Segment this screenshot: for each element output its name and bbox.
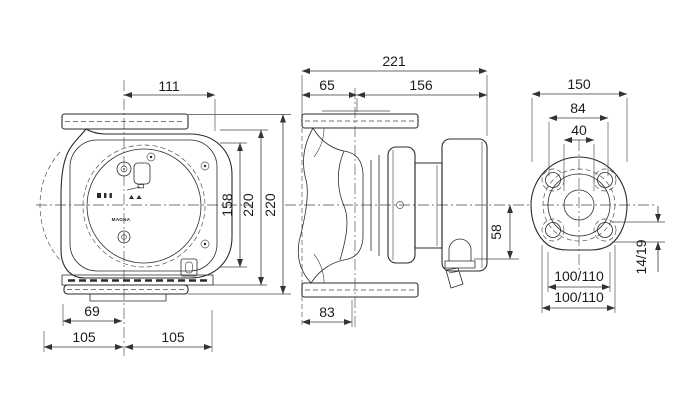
dim-flange-raised-face: 84 [570,100,586,116]
side-top-flange [301,110,419,129]
dim-flange-bolt-circle-inner: 100/110 [554,268,604,284]
dim-front-base-right: 105 [161,329,185,345]
front-control-panel: MAGNA [97,152,210,277]
front-view: MAGNA [36,78,291,356]
flow-arrow-icon [126,184,144,191]
side-volute-casting [297,127,380,284]
vent-screw-icon [116,161,132,177]
button-triangles-icon [129,195,142,199]
side-control-box [441,138,488,272]
front-top-flange [61,113,189,130]
dim-side-axis-to-bottom: 58 [488,224,504,240]
side-dimensions: 221 65 156 83 58 [301,53,519,327]
side-bottom-flange [301,282,419,298]
display-window [133,162,151,185]
dim-front-base-left: 105 [72,329,96,345]
dim-side-flange-to-axis: 65 [319,77,335,93]
dim-front-top-width: 111 [158,78,179,94]
dim-front-height-mid: 220 [240,193,256,217]
side-cable-connector [444,238,476,289]
dim-side-total-length: 221 [382,53,406,69]
dim-flange-outer-width: 150 [567,76,591,92]
bolt-holes [541,168,617,242]
side-view: 221 65 156 83 58 [285,53,532,330]
front-pump-body [60,128,233,279]
fixing-screw-icons [146,152,210,249]
terminal-box [180,258,198,277]
front-base [61,274,291,302]
front-hidden-volute [39,151,61,261]
vent-plug-icon [396,201,404,209]
status-bars-icon [97,193,112,198]
dim-front-height-inner: 158 [219,193,235,217]
dim-flange-bolt-holes: 14/19 [633,239,649,274]
brand-label: MAGNA [112,217,131,222]
dim-side-axis-to-back: 156 [409,77,433,93]
bottom-screw-icon [117,230,131,244]
dim-flange-bolt-circle-outer: 100/110 [554,289,604,305]
front-dimensions: 111 158 220 220 69 105 105 [43,78,291,352]
dim-front-base-offset: 69 [84,303,100,319]
flange-body [530,156,628,251]
dim-side-foot-length: 83 [319,304,335,320]
flange-view: 150 84 40 100/110 100/110 14/19 [530,76,665,313]
dim-front-height-outer: 220 [262,193,278,217]
dim-flange-bore: 40 [571,122,587,138]
flange-dimensions: 150 84 40 100/110 100/110 14/19 [531,76,665,313]
